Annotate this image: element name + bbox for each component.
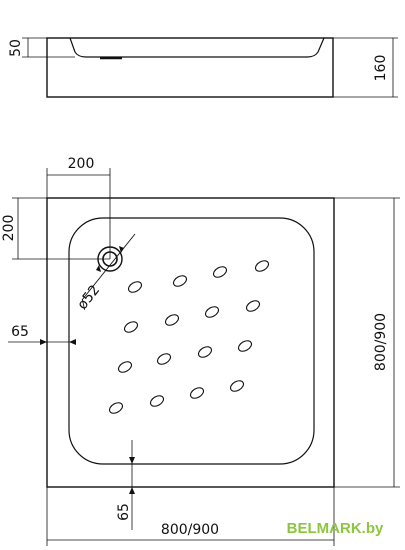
anti-slip-oval <box>149 395 165 407</box>
drain-leader-arrow-outer <box>96 265 101 272</box>
side-view-basin-profile <box>69 37 325 58</box>
anti-slip-oval <box>229 380 245 392</box>
side-view-outline <box>46 37 334 98</box>
dim-label-left-margin: 65 <box>11 324 29 340</box>
dim-label-total-height: 160 <box>373 55 389 82</box>
top-view-outline <box>46 197 335 488</box>
anti-slip-oval <box>212 266 228 278</box>
dim-label-drain-diameter: ø52 <box>74 282 103 313</box>
anti-slip-oval <box>197 346 213 358</box>
anti-slip-oval <box>254 260 270 272</box>
drain-diameter-leader <box>81 233 136 301</box>
dim-label-width: 800/900 <box>161 522 219 538</box>
anti-slip-oval <box>237 340 253 352</box>
dim-label-depth: 800/900 <box>373 313 389 371</box>
anti-slip-oval <box>156 353 172 365</box>
dim-label-drain-offset-x: 200 <box>68 156 95 172</box>
anti-slip-oval <box>123 321 139 333</box>
anti-slip-pattern <box>108 260 270 414</box>
anti-slip-oval <box>245 300 261 312</box>
dim-65-left-arrow-a <box>40 339 47 345</box>
dim-65-left-arrow-b <box>69 339 76 345</box>
anti-slip-oval <box>164 314 180 326</box>
drain-leader-arrow-inner <box>119 246 124 253</box>
dim-65-bottom-arrow-a <box>129 457 135 464</box>
top-view-basin <box>68 217 315 465</box>
dim-label-bottom-margin: 65 <box>116 503 132 521</box>
dim-65-bottom-arrow-b <box>129 487 135 494</box>
anti-slip-oval <box>204 306 220 318</box>
anti-slip-oval <box>172 275 188 287</box>
dim-label-drain-offset-y: 200 <box>1 215 17 242</box>
anti-slip-oval <box>108 402 124 414</box>
anti-slip-oval <box>127 281 143 293</box>
anti-slip-oval <box>189 387 205 399</box>
anti-slip-oval <box>117 361 133 373</box>
brand-watermark: BELMARK.by <box>287 520 384 537</box>
dim-label-rim-depth: 50 <box>8 39 24 57</box>
top-view <box>8 168 400 546</box>
side-view <box>22 37 398 98</box>
